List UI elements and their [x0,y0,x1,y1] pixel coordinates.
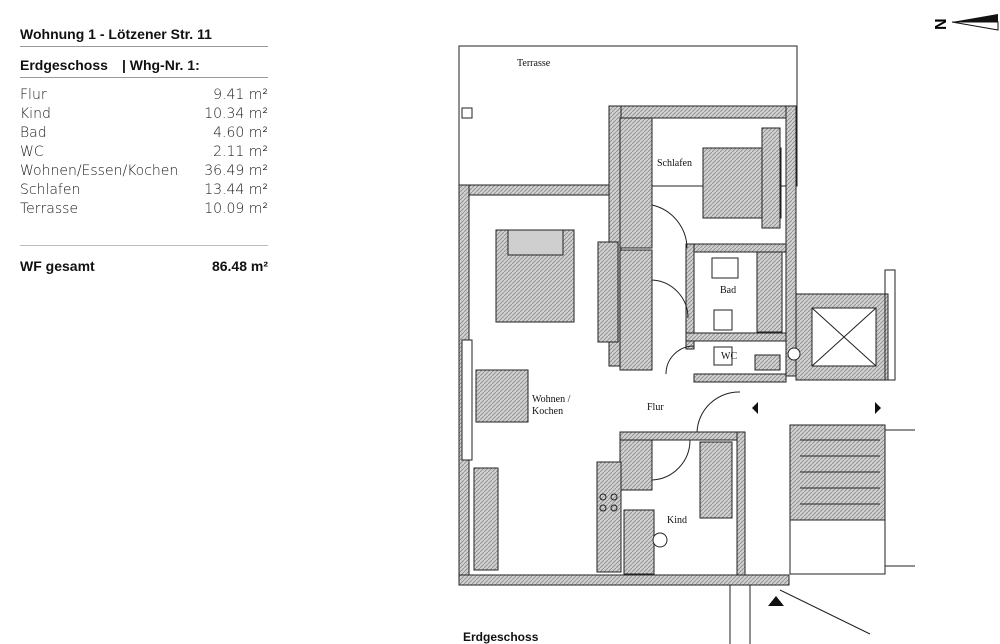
kids-room-label: Kind [667,515,687,526]
wall [685,243,787,253]
room-name: Flur [20,87,47,103]
total-label: WF gesamt [20,258,95,274]
total-area-row: WF gesamt 86.48 m² [20,258,268,274]
wall [736,431,746,576]
elevator-cross [811,307,877,367]
wall [685,243,695,350]
stove-burner [599,493,607,501]
column [787,347,801,361]
room-area: 10.34 m² [204,106,268,122]
stair-steps [800,439,880,505]
kitchen-counter [596,461,622,573]
bath-label: Bad [720,285,736,296]
sofa [507,229,564,256]
room-list: Flur 9.41 m² Kind 10.34 m² Bad 4.60 m² WC 2.… [20,86,268,219]
window [461,339,473,461]
room-area: 13.44 m² [204,182,268,198]
divider [20,245,268,246]
wall [785,105,797,377]
landing [789,519,886,575]
wc-sink [754,354,781,371]
toilet [713,309,733,331]
wall [619,431,746,441]
door-swing [651,204,688,249]
room-name: Schlafen [20,182,81,198]
room-name: Kind [20,106,51,122]
living-label-line1: Wohnen / [532,394,571,405]
bathtub [756,251,783,333]
wall [693,373,787,383]
wall [608,105,793,119]
room-area: 36.49 m² [204,163,268,179]
wc-toilet [713,346,733,366]
total-value: 86.48 m² [211,258,268,274]
dining-table [475,369,529,423]
section-arrow-icon [875,402,881,414]
floor-caption: Erdgeschoss [463,630,539,644]
room-area: 2.11 m² [213,144,268,160]
room-name: WC [20,144,44,160]
door-swing [665,345,695,375]
stove-burner [599,504,607,512]
room-row: WC 2.11 m² [20,143,268,162]
door-swing [651,439,691,481]
door-swing [696,391,741,433]
stove-burner [610,504,618,512]
wall [884,269,896,381]
room-name: Bad [20,125,47,141]
floor-name: Erdgeschoss [20,57,108,73]
room-row: Bad 4.60 m² [20,124,268,143]
stove-burner [610,493,618,501]
tv-cabinet [597,241,619,343]
unit-number: | Whg-Nr. 1: [121,57,200,73]
room-row: Terrasse 10.09 m² [20,200,268,219]
wall [619,249,653,371]
hallway-label: Flur [647,402,664,413]
section-arrow-icon [752,402,758,414]
wall [458,184,610,196]
sink [711,257,739,279]
wall [619,439,653,491]
wardrobe [619,117,653,249]
compass-letter: N [933,18,950,30]
room-row: Kind 10.34 m² [20,105,268,124]
chair [652,532,668,548]
bedroom-label: Schlafen [657,158,692,169]
compass-needle-half [951,21,999,31]
door-swing [651,279,689,319]
room-row: Schlafen 13.44 m² [20,181,268,200]
floor-header: Erdgeschoss | Whg-Nr. 1: [20,57,268,78]
apartment-title: Wohnung 1 - Lötzener Str. 11 [20,26,268,47]
room-row: Wohnen/Essen/Kochen 36.49 m² [20,162,268,181]
wall [685,332,787,342]
wc-label: WC [721,351,737,362]
room-area: 4.60 m² [213,125,268,141]
area-table: Wohnung 1 - Lötzener Str. 11 Erdgeschoss… [20,26,268,274]
wall [458,574,790,586]
sideboard [473,467,499,571]
nightstand [761,127,781,229]
room-area: 10.09 m² [204,201,268,217]
terrace-label: Terrasse [517,58,551,69]
desk [623,509,655,575]
room-name: Terrasse [20,201,79,217]
room-area: 9.41 m² [213,87,268,103]
room-row: Flur 9.41 m² [20,86,268,105]
entrance-lines [729,585,871,644]
room-name: Wohnen/Essen/Kochen [20,163,179,179]
terrace-post [461,107,473,119]
single-bed [699,441,733,519]
living-label-line2: Kochen [532,406,563,417]
entrance-arrow-icon [768,596,784,606]
wall [885,429,915,567]
north-arrow-icon: N [933,14,999,31]
